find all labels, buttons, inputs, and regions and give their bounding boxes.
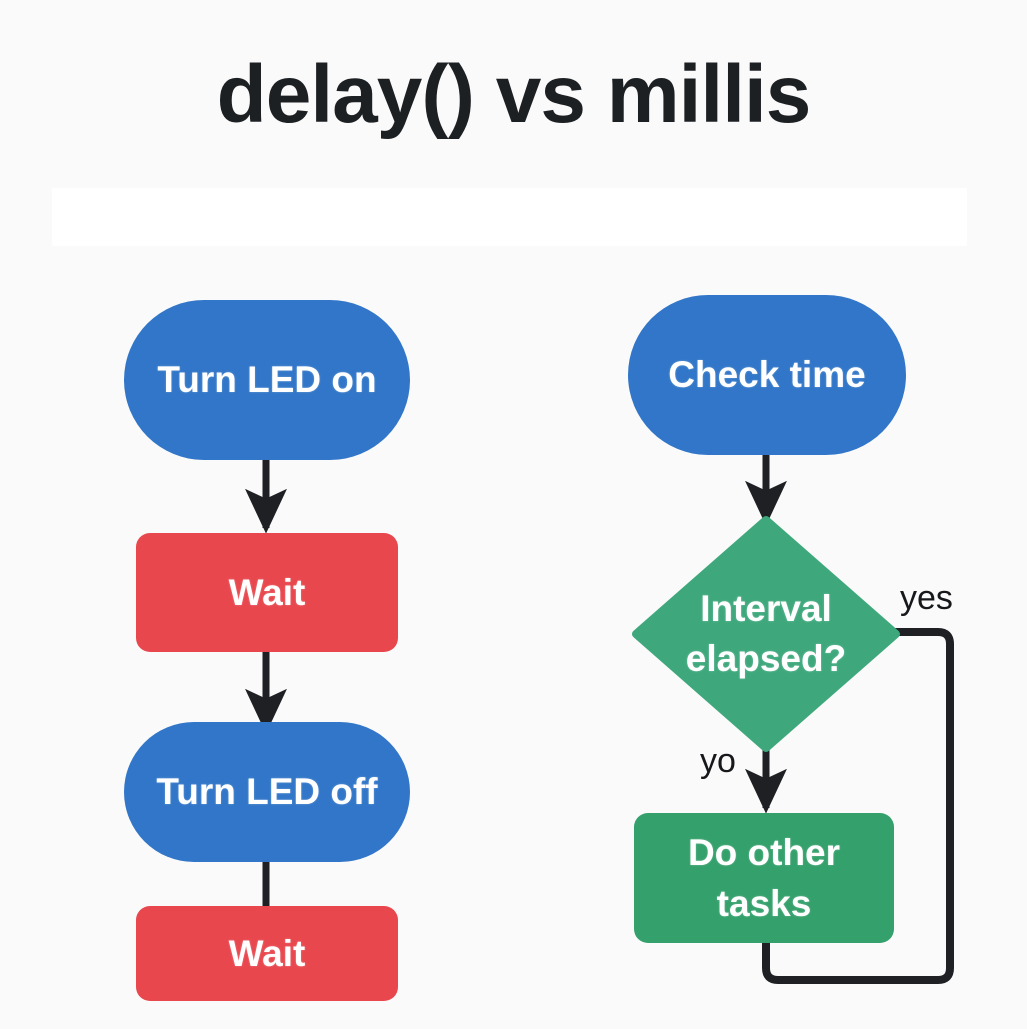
node-turn-led-on[interactable]: Turn LED on	[124, 300, 410, 460]
node-turn-led-on-label: Turn LED on	[157, 359, 377, 401]
node-wait-2-label: Wait	[228, 932, 306, 974]
node-do-other-tasks-label: Do other tasks	[687, 831, 841, 924]
node-interval-elapsed-label: Interval elapsed?	[685, 588, 847, 679]
node-wait-2[interactable]: Wait	[136, 906, 398, 1001]
node-interval-elapsed[interactable]: Interval elapsed?	[632, 516, 900, 752]
edge-label-yes: yes	[900, 579, 953, 617]
page-title: delay() vs millis	[216, 49, 812, 140]
node-wait-1-label: Wait	[228, 571, 306, 613]
node-do-other-tasks[interactable]: Do other tasks	[634, 813, 894, 943]
node-check-time-label: Check time	[668, 354, 866, 396]
edge-label-no: yo	[700, 742, 736, 780]
node-wait-1[interactable]: Wait	[136, 533, 398, 652]
diamond-shape	[632, 516, 900, 752]
node-turn-led-off-label: Turn LED off	[156, 771, 378, 813]
node-turn-led-off[interactable]: Turn LED off	[124, 722, 410, 862]
subtitle-text	[52, 188, 967, 246]
subtitle-band	[52, 188, 967, 246]
node-check-time[interactable]: Check time	[628, 295, 906, 455]
